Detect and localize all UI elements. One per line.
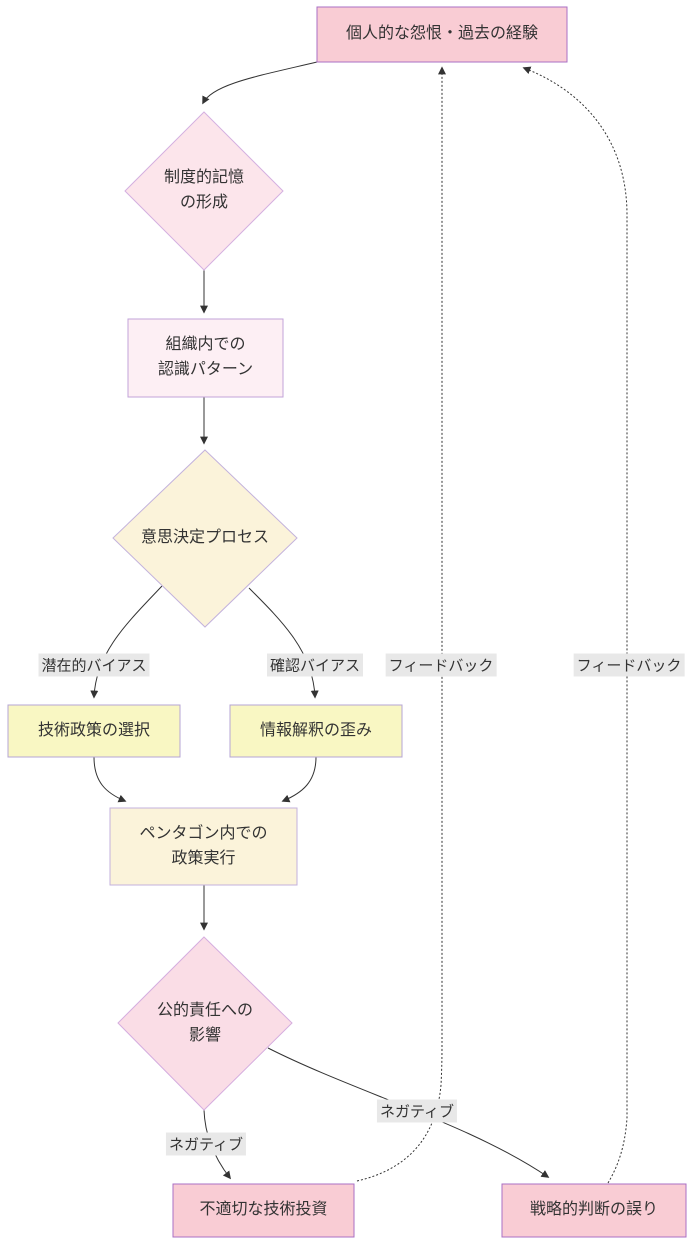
edge-label-negative-left: ネガティブ <box>165 1132 247 1156</box>
edge-decision-to-infodist <box>248 587 319 699</box>
node-decision-process-shape <box>112 449 298 628</box>
node-recognition-pattern-shape <box>127 318 284 398</box>
node-institutional-memory-shape <box>124 111 284 271</box>
edge-label-latent-bias: 潜在的バイアス <box>38 653 150 677</box>
edge-decision-to-techpol <box>90 585 163 699</box>
edge-techpol-to-pentagon <box>93 756 127 803</box>
node-public-responsibility-shape <box>117 936 293 1111</box>
edge-label-negative-right: ネガティブ <box>376 1099 458 1123</box>
node-personal-grudge-shape <box>316 6 568 63</box>
node-strategic-error-shape <box>501 1183 687 1238</box>
edge-grudge-to-instmem <box>202 61 318 105</box>
edge-label-confirmation-bias: 確認バイアス <box>266 653 364 677</box>
node-pentagon-execution-shape <box>109 807 298 886</box>
edge-infodist-to-pentagon <box>281 756 317 803</box>
node-tech-policy-choice-shape <box>7 704 181 758</box>
edge-feedback-badinv-to-grudge <box>356 66 446 1182</box>
edge-feedback-straterr-to-grudge <box>522 66 628 1184</box>
edge-label-feedback-right: フィードバック <box>573 653 685 677</box>
node-info-distortion-shape <box>229 704 403 758</box>
node-bad-tech-investment-shape <box>172 1183 355 1238</box>
edge-label-feedback-left: フィードバック <box>385 653 497 677</box>
